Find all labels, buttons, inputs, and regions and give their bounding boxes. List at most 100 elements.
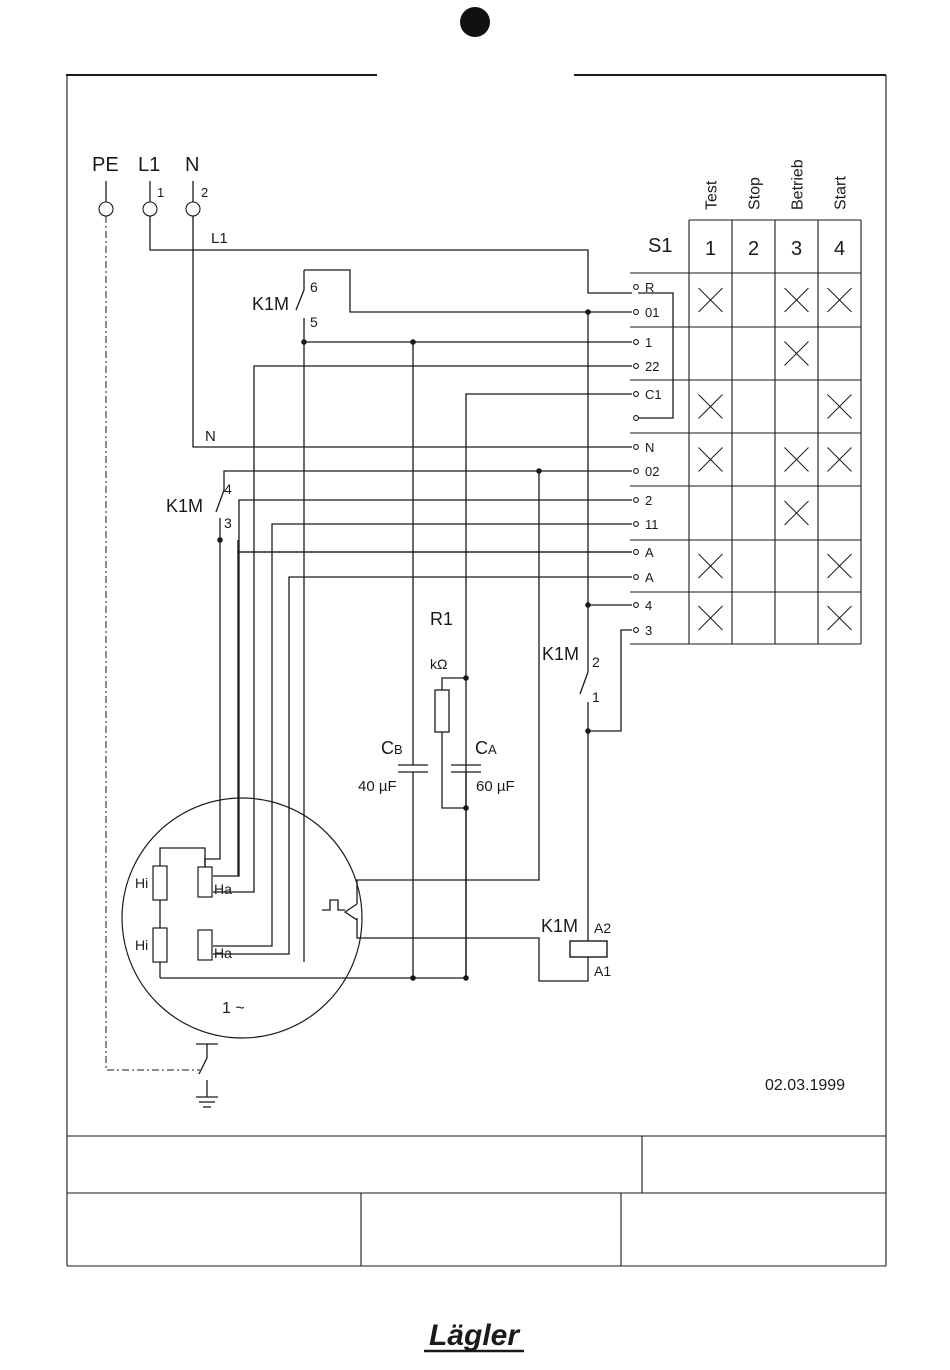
k1m-coil <box>570 941 607 957</box>
switch-position-label-4: Start <box>833 176 850 210</box>
switch-terminal-dot <box>634 392 639 397</box>
switch-terminal-label: R <box>645 280 654 295</box>
switch-terminal-label: N <box>645 440 654 455</box>
cb-value: 40 µF <box>358 778 397 795</box>
cb-label: CB <box>381 738 403 758</box>
switch-terminal-dot <box>634 498 639 503</box>
k1m-pin-6: 6 <box>310 279 318 295</box>
switch-terminal-dot <box>634 522 639 527</box>
motor: Hi Hi Ha Ha 1 ~ <box>122 798 362 1107</box>
l1-terminal <box>143 202 157 216</box>
wire-l1-label: L1 <box>211 230 228 247</box>
switch-position-1: 1 <box>705 238 716 260</box>
r1-label: R1 <box>430 609 453 629</box>
switch-contact-closed <box>828 288 852 312</box>
capacitor-ca: CA 60 µF <box>451 738 515 795</box>
hi-winding-bottom <box>153 928 167 962</box>
switch-contact-closed <box>699 606 723 630</box>
switch-terminal-label: A <box>645 545 654 560</box>
switch-contact-closed <box>699 554 723 578</box>
capacitor-cb: CB 40 µF <box>358 738 428 795</box>
switch-terminal-dot <box>634 575 639 580</box>
switch-terminal-dot <box>634 285 639 290</box>
pe-label: PE <box>92 154 119 176</box>
k1m-label-3: K1M <box>542 644 579 664</box>
switch-terminal-dot <box>634 364 639 369</box>
switch-contact-closed <box>828 395 852 419</box>
switch-terminal-dot <box>634 469 639 474</box>
switch-contact-closed <box>785 288 809 312</box>
s1-label: S1 <box>648 235 672 257</box>
switch-terminal-label: 22 <box>645 359 659 374</box>
switch-terminal-label: 3 <box>645 623 652 638</box>
switch-contact-closed <box>785 501 809 525</box>
k1m-pin-4: 4 <box>224 481 232 497</box>
switch-terminal-label: A <box>645 570 654 585</box>
n-terminal <box>186 202 200 216</box>
r1-unit: kΩ <box>430 656 447 672</box>
switch-terminal-label: 02 <box>645 464 659 479</box>
switch-terminal-label: 2 <box>645 493 652 508</box>
switch-terminal-label: C1 <box>645 387 662 402</box>
switch-position-4: 4 <box>834 238 845 260</box>
hi-label-top: Hi <box>135 875 148 891</box>
wire-n-label: N <box>205 428 216 445</box>
l1-pin-label: 1 <box>157 185 164 200</box>
switch-terminal-dot <box>634 603 639 608</box>
r1-body <box>435 690 449 732</box>
switch-position-label-1: Test <box>704 180 721 210</box>
switch-contact-closed <box>828 606 852 630</box>
switch-contact-closed <box>785 342 809 366</box>
switch-headers: 1 Test 2 Stop 3 Betrieb 4 Start <box>704 159 850 260</box>
switch-terminal-dot <box>634 445 639 450</box>
k1m-label-1: K1M <box>252 294 289 314</box>
k1m-pin-2: 2 <box>592 654 600 670</box>
switch-terminal-dot <box>634 340 639 345</box>
switch-position-2: 2 <box>748 238 759 260</box>
switch-terminal-label: 4 <box>645 598 652 613</box>
drawing-frame <box>66 75 886 1266</box>
l1-label: L1 <box>138 154 160 176</box>
ca-label: CA <box>475 738 497 758</box>
ha-label-top: Ha <box>214 881 232 897</box>
ha-winding-top <box>198 867 212 897</box>
switch-contact-closed <box>828 448 852 472</box>
page-marker <box>460 7 490 37</box>
switch-terminal-dot <box>634 416 639 421</box>
switch-terminal-label: 1 <box>645 335 652 350</box>
ca-value: 60 µF <box>476 778 515 795</box>
k1m-pin-3: 3 <box>224 515 232 531</box>
motor-phase-label: 1 ~ <box>222 1000 245 1017</box>
resistor-r1: R1 kΩ <box>430 609 453 732</box>
coil-a1-label: A1 <box>594 963 611 979</box>
k1m-pin-5: 5 <box>310 314 318 330</box>
n-label: N <box>185 154 199 176</box>
switch-terminal-dot <box>634 550 639 555</box>
n-pin-label: 2 <box>201 185 208 200</box>
switch-position-label-3: Betrieb <box>790 159 807 210</box>
switch-contact-closed <box>699 448 723 472</box>
switch-terminal-label: 01 <box>645 305 659 320</box>
switch-contact-closed <box>699 395 723 419</box>
pe-terminal <box>99 202 113 216</box>
switch-terminal-dot <box>634 628 639 633</box>
switch-position-label-2: Stop <box>747 177 764 210</box>
supply-terminals: PE L1 N 1 2 <box>92 154 208 216</box>
switch-contact-closed <box>785 448 809 472</box>
switch-terminal-label: 11 <box>645 517 659 532</box>
ha-winding-bottom <box>198 930 212 960</box>
drawing-date: 02.03.1999 <box>765 1077 845 1094</box>
k1m-pin-1: 1 <box>592 689 600 705</box>
switch-contact-closed <box>828 554 852 578</box>
switch-position-3: 3 <box>791 238 802 260</box>
k1m-coil-label: K1M <box>541 916 578 936</box>
switch-contact-closed <box>699 288 723 312</box>
coil-a2-label: A2 <box>594 920 611 936</box>
ha-label-bottom: Ha <box>214 945 232 961</box>
switch-grid <box>630 220 861 644</box>
brand-logo: Lägler <box>429 1319 521 1352</box>
k1m-label-2: K1M <box>166 496 203 516</box>
contactor-k1m: K1M 6 5 K1M 4 3 K1M 2 1 K1M A2 A1 <box>166 279 611 979</box>
